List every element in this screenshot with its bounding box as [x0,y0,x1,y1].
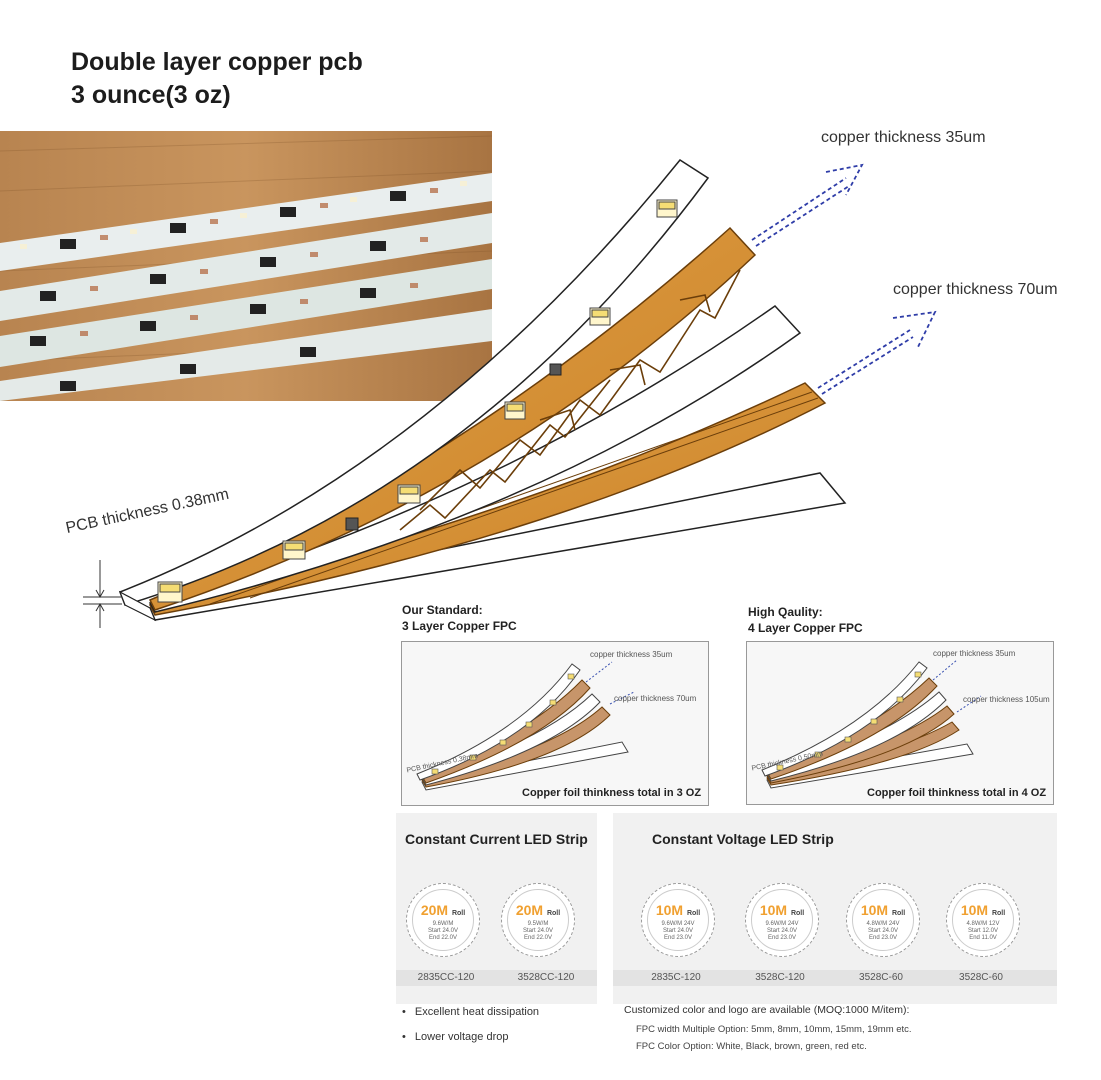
standard-label-35um: copper thickness 35um [590,650,673,659]
cc-roll-2-len: 20M [515,902,544,918]
insulation-layer [148,305,802,613]
cv-roll-4: 10M Roll 4.8W/M 12V Start 12.0V End 11.0… [946,883,1020,957]
standard-fpc-thumbnail: copper thickness 35um copper thickness 7… [401,641,709,806]
title-line-2: 3 ounce(3 oz) [71,81,231,109]
cv-roll-3-spec: 4.8W/M 24V [866,921,900,927]
cv-note-2: FPC width Multiple Option: 5mm, 8mm, 10m… [636,1024,912,1035]
cv-roll-3-unit: Roll [891,910,906,917]
cv-model-1: 2835C-120 [651,972,701,983]
cv-roll-4-end: End 11.0V [969,935,997,941]
cc-bullet-2: • Lower voltage drop [402,1031,509,1043]
cv-roll-1-spec: 9.6W/M 24V [661,921,695,927]
cv-roll-2-unit: Roll [790,910,805,917]
cv-roll-3-end: End 23.0V [868,935,898,941]
cc-strip-panel: Constant Current LED Strip 20M Roll 9.6W… [396,813,597,1004]
cv-strip-title: Constant Voltage LED Strip [652,831,834,847]
cc-roll-2: 20M Roll 9.5W/M Start 24.0V End 22.0V [501,883,575,957]
cv-roll-1: 10M Roll 9.6W/M 24V Start 24.0V End 23.0… [641,883,715,957]
resistor-chips [345,363,562,531]
cc-model-2: 3528CC-120 [517,972,575,983]
cv-roll-3: 10M Roll 4.8W/M 24V Start 24.0V End 23.0… [846,883,920,957]
arrow-70um [817,310,937,395]
standard-heading-1: Our Standard: [402,603,483,617]
cc-roll-2-spec: 9.5W/M [527,921,549,927]
cc-roll-1-unit: Roll [451,910,466,917]
cc-roll-2-unit: Roll [546,910,561,917]
cc-strip-title: Constant Current LED Strip [405,831,588,847]
standard-caption: Copper foil thinkness total in 3 OZ [522,787,702,799]
standard-heading: Our Standard: 3 Layer Copper FPC [402,602,517,634]
led-strip-photo [0,131,492,401]
cc-roll-1-len: 20M [420,902,449,918]
high-quality-fpc-thumbnail: copper thickness 35um copper thickness 1… [746,641,1054,805]
cv-roll-4-unit: Roll [991,910,1006,917]
cv-strip-panel: Constant Voltage LED Strip 10M Roll 9.6W… [613,813,1057,1004]
cv-roll-3-start: Start 24.0V [867,928,899,934]
cc-roll-2-start: Start 24.0V [522,928,554,934]
cv-model-bar: 2835C-120 3528C-120 3528C-60 3528C-60 [613,970,1057,986]
cc-model-bar: 2835CC-120 3528CC-120 [396,970,597,986]
cv-roll-2-len: 10M [759,902,788,918]
cc-model-1: 2835CC-120 [417,972,475,983]
cv-model-4: 3528C-60 [959,972,1003,983]
cv-roll-4-spec: 4.8W/M 12V [966,921,1000,927]
cv-roll-2-start: Start 24.0V [766,928,798,934]
cc-roll-1-start: Start 24.0V [427,928,459,934]
label-copper-35um: copper thickness 35um [821,129,986,146]
page-title: Double layer copper pcb 3 ounce(3 oz) [71,46,363,112]
cv-roll-1-end: End 23.0V [663,935,693,941]
cv-roll-1-len: 10M [655,902,684,918]
high-quality-heading-1: High Qaulity: [748,605,823,619]
cc-roll-1-end: End 22.0V [428,935,458,941]
pcb-thickness-marker [83,560,122,628]
cc-bullet-1: • Excellent heat dissipation [402,1006,540,1018]
cv-model-3: 3528C-60 [859,972,903,983]
cv-roll-1-unit: Roll [686,910,701,917]
cc-roll-1-spec: 9.6W/M [432,921,454,927]
led-carrier-layer [119,159,710,606]
label-copper-70um: copper thickness 70um [893,281,1058,298]
cv-roll-1-start: Start 24.0V [662,928,694,934]
cc-roll-1: 20M Roll 9.6W/M Start 24.0V End 22.0V [406,883,480,957]
cv-roll-4-start: Start 12.0V [967,928,999,934]
cv-roll-3-len: 10M [860,902,889,918]
cv-roll-2-spec: 9.6W/M 24V [765,921,799,927]
led-chips [157,199,678,603]
cv-roll-4-len: 10M [960,902,989,918]
cv-note-3: FPC Color Option: White, Black, brown, g… [636,1041,867,1052]
fpc-layer-diagram [83,159,937,628]
cv-model-2: 3528C-120 [755,972,805,983]
arrow-35um [751,163,864,247]
cv-roll-2: 10M Roll 9.6W/M 24V Start 24.0V End 23.0… [745,883,819,957]
cv-note-1: Customized color and logo are available … [624,1004,910,1016]
standard-label-70um: copper thickness 70um [614,694,697,703]
standard-heading-2: 3 Layer Copper FPC [402,619,517,633]
high-quality-heading-2: 4 Layer Copper FPC [748,621,863,635]
high-quality-heading: High Qaulity: 4 Layer Copper FPC [748,604,863,636]
cc-roll-2-end: End 22.0V [523,935,553,941]
high-quality-label-35um: copper thickness 35um [933,649,1016,658]
high-quality-label-105um: copper thickness 105um [963,695,1050,704]
high-quality-caption: Copper foil thinkness total in 4 OZ [867,787,1047,799]
title-line-1: Double layer copper pcb [71,48,363,76]
cv-roll-2-end: End 23.0V [767,935,797,941]
